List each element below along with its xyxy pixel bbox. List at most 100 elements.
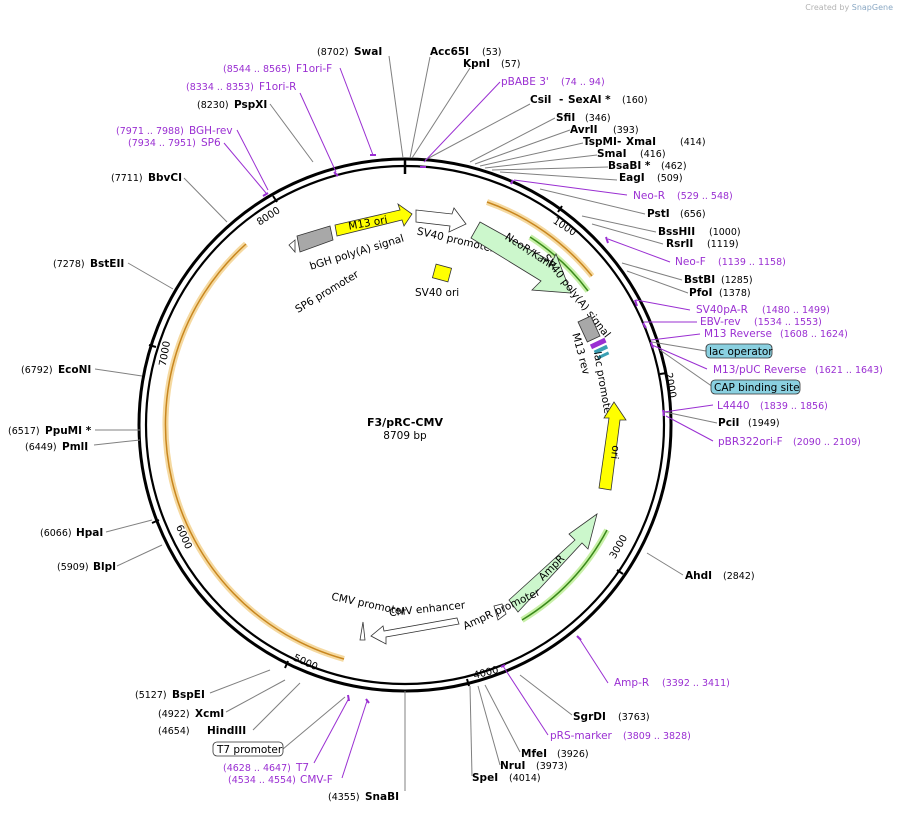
enz-sgrdi-pos: (3763) (618, 712, 650, 723)
sv40-ori-label: SV40 ori (415, 287, 459, 299)
cmv-promoter-label: CMV promoter (330, 591, 407, 619)
svg-text:T7 promoter: T7 promoter (216, 744, 283, 756)
enz-rsrii: RsrII (666, 238, 693, 250)
orf-arc-left-core (164, 243, 345, 660)
primer-pbr322ori-f: pBR322ori-F (718, 436, 783, 448)
enz-blpi: BlpI (93, 561, 116, 573)
enz-pmli-pos: (6449) (25, 442, 57, 453)
enz-hpai-pos: (6066) (40, 528, 72, 539)
primer-f1ori-f-range: (8544 .. 8565) (223, 64, 291, 75)
enz-csii-sep: - (559, 94, 563, 106)
green-arc-amp-core (521, 529, 608, 621)
primer-prs-marker-range: (3809 .. 3828) (623, 731, 691, 742)
enz-bsshii-pos: (1000) (709, 227, 741, 238)
svg-text:lac operator: lac operator (709, 346, 773, 358)
enz-psti: PstI (647, 208, 670, 220)
primer-cmv-f-range: (4534 .. 4554) (228, 775, 296, 786)
feature-ampr-promoter[interactable] (493, 603, 507, 621)
primer-ebv-rev: EBV-rev (700, 316, 741, 328)
feature-cmv-promoter[interactable] (359, 621, 366, 641)
primer-f1ori-r: F1ori-R (259, 81, 296, 93)
primer-prs-marker: pRS-marker (550, 730, 613, 742)
primer-cmv-f: CMV-F (300, 774, 333, 786)
sv40-polya-label: SV40 poly(A) signal (540, 252, 613, 340)
enz-xcmi-pos: (4922) (158, 709, 190, 720)
enz-hpai: HpaI (76, 527, 103, 539)
primer-neo-r: Neo-R (633, 190, 665, 202)
enz-swai-pos: (8702) (317, 47, 349, 58)
primer-amp-r: Amp-R (614, 677, 649, 689)
map-length: 8709 bp (383, 430, 427, 442)
svg-text:M13 ori: M13 ori (347, 214, 388, 233)
primer-pbabe3-range: (74 .. 94) (561, 77, 605, 88)
enz-kpni: KpnI (463, 58, 490, 70)
enz-bbvci-pos: (7711) (111, 173, 143, 184)
feature-sv40-ori[interactable] (431, 263, 453, 283)
feature-m13-ori[interactable]: M13 ori (334, 202, 413, 237)
enz-pspxi-pos: (8230) (197, 100, 229, 111)
svg-text:CAP binding site: CAP binding site (714, 382, 800, 394)
enz-sfii-pos: (346) (585, 113, 611, 124)
green-arc-amp (520, 528, 610, 623)
primer-m13-reverse: M13 Reverse (704, 328, 772, 340)
feature-sp6-promoter[interactable] (288, 239, 296, 254)
primer-m13puc-reverse-range: (1621 .. 1643) (815, 365, 883, 376)
enz-bsabi: BsaBI * (608, 160, 651, 172)
enz-bstbi-pos: (1285) (721, 275, 753, 286)
primer-bgh-rev: BGH-rev (189, 125, 233, 137)
enz-smai: SmaI (597, 148, 627, 160)
enz-blpi-pos: (5909) (57, 562, 89, 573)
tick-2000: 2000 (662, 372, 677, 399)
feature-cmv-enhancer[interactable] (370, 617, 460, 645)
primer-pbr322ori-f-range: (2090 .. 2109) (793, 437, 861, 448)
tick-marks (148, 195, 668, 687)
boxed-label-cap-binding-site: CAP binding site (710, 379, 801, 395)
enz-csii: CsiI (530, 94, 551, 106)
enz-bsteii: BstEII (90, 258, 124, 270)
enz-acc65i: Acc65I (430, 46, 469, 58)
enz-pspxi: PspXI (234, 99, 267, 111)
primer-l4440: L4440 (717, 400, 750, 412)
feature-sv40-polya-box[interactable] (577, 315, 601, 343)
primer-bgh-rev-range: (7971 .. 7988) (116, 126, 184, 137)
boxed-lines (282, 341, 714, 750)
enz-hindiii-pos: (4654) (158, 726, 190, 737)
boxed-label-lac-operator: lac operator (705, 343, 773, 359)
feature-ori[interactable]: ori (598, 401, 627, 491)
tick-8000: 8000 (255, 205, 282, 228)
enz-spei-pos: (4014) (509, 773, 541, 784)
enz-pfoi: PfoI (689, 287, 712, 299)
enz-psti-pos: (656) (680, 209, 706, 220)
green-arc-neo-core (529, 236, 589, 292)
feature-sv40-promoter[interactable] (415, 207, 467, 233)
enz-spei: SpeI (472, 772, 498, 784)
enz-sexai: SexAI * (568, 94, 611, 106)
primer-labels: pBABE 3' (74 .. 94) Neo-R (529 .. 548) N… (116, 63, 883, 786)
map-title: F3/pRC-CMV (367, 416, 443, 429)
primer-ebv-rev-range: (1534 .. 1553) (754, 317, 822, 328)
enz-pcii: PciI (718, 417, 739, 429)
enz-tspmi-sep: - (617, 136, 621, 148)
primer-neo-r-range: (529 .. 548) (677, 191, 733, 202)
tick-7000: 7000 (158, 340, 173, 367)
enz-rsrii-pos: (1119) (707, 239, 739, 250)
primer-neo-f: Neo-F (675, 256, 706, 268)
feature-neor-kanr[interactable]: NeoR/KanR (470, 221, 572, 294)
enzyme-labels: (8702) SwaI Acc65I (53) KpnI (57) CsiI -… (8, 46, 780, 803)
feature-bgh-polya[interactable] (296, 225, 334, 253)
enz-bstbi: BstBI (684, 274, 715, 286)
primer-amp-r-range: (3392 .. 3411) (662, 678, 730, 689)
enz-nrui-pos: (3973) (536, 761, 568, 772)
primer-sv40pa-r: SV40pA-R (696, 304, 748, 316)
enz-avrii: AvrII (570, 124, 598, 136)
primer-t7-range: (4628 .. 4647) (223, 763, 291, 774)
enz-pcii-pos: (1949) (748, 418, 780, 429)
primer-f1ori-f: F1ori-F (296, 63, 332, 75)
enz-snabi: SnaBI (365, 791, 399, 803)
enzyme-lines (93, 55, 718, 791)
enz-acc65i-pos: (53) (482, 47, 502, 58)
enz-bspei: BspEI (172, 689, 205, 701)
enz-eagi: EagI (619, 172, 645, 184)
enz-mfei-pos: (3926) (557, 749, 589, 760)
